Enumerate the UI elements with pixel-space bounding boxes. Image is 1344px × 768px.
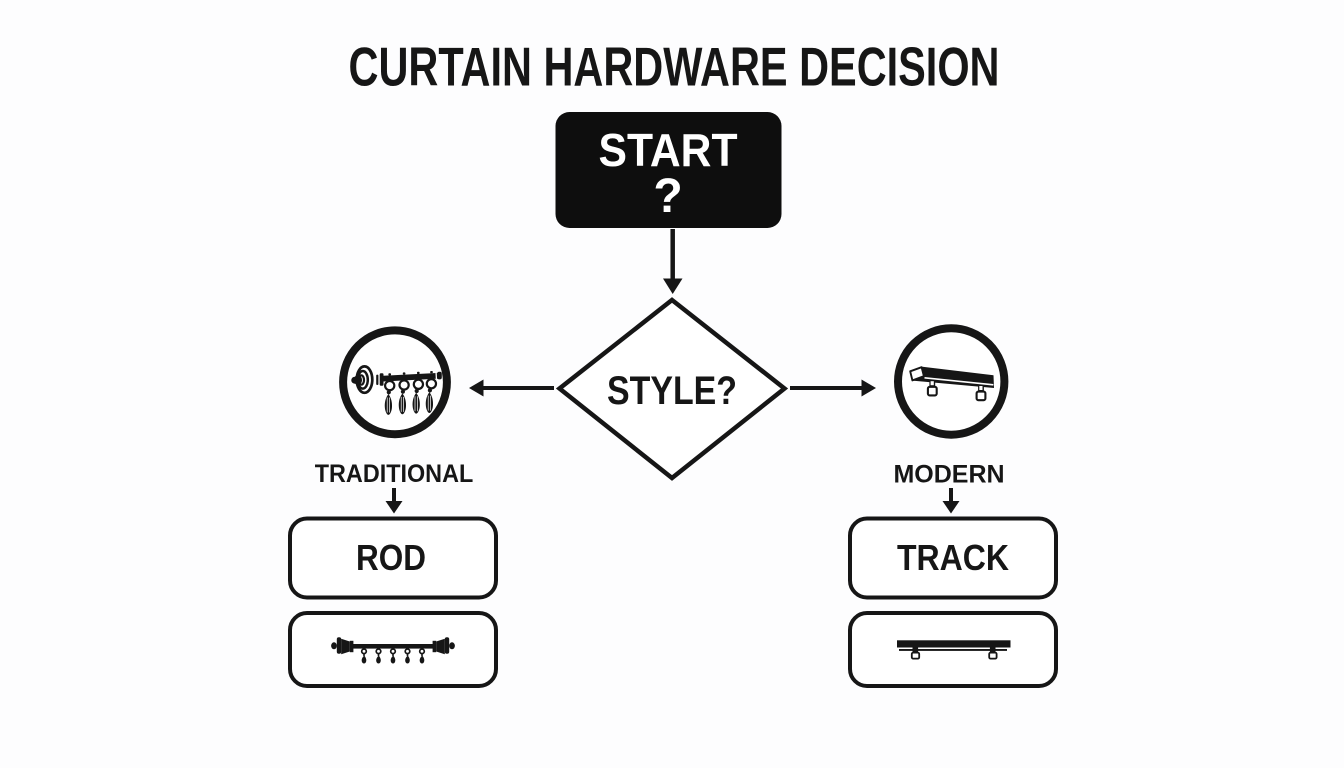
svg-text:START: START (599, 124, 738, 176)
svg-text:CURTAIN HARDWARE DECISION: CURTAIN HARDWARE DECISION (349, 36, 1000, 98)
svg-text:?: ? (653, 170, 682, 223)
svg-text:MODERN: MODERN (893, 461, 1004, 489)
svg-text:STYLE?: STYLE? (607, 369, 737, 413)
svg-text:TRACK: TRACK (897, 537, 1009, 578)
svg-text:ROD: ROD (356, 537, 426, 578)
svg-text:TRADITIONAL: TRADITIONAL (315, 460, 474, 488)
